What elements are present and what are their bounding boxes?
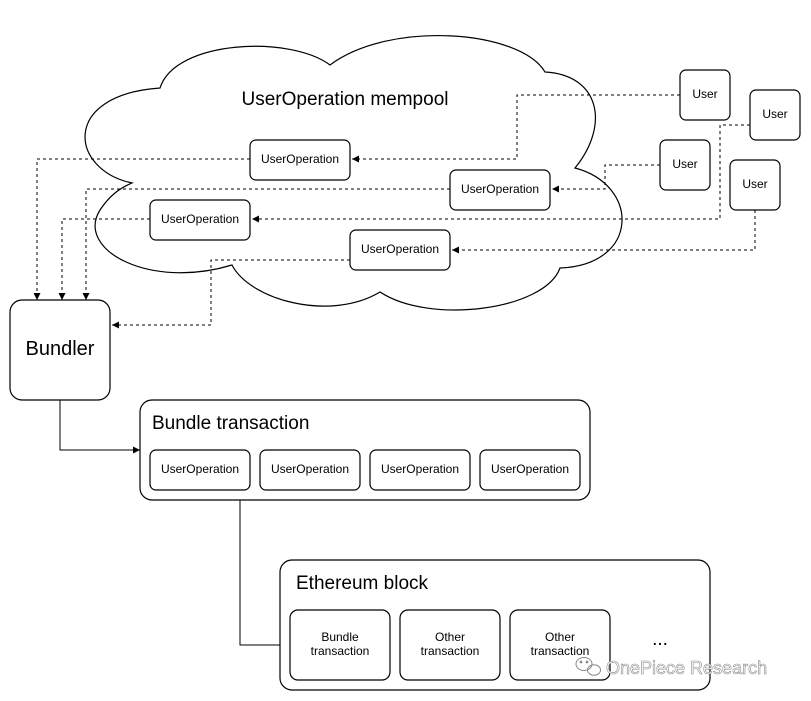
- user-box: User: [729, 159, 781, 211]
- user-box: User: [679, 69, 731, 121]
- block-item-line1: Other: [435, 630, 465, 644]
- connector-user2-op3: [252, 124, 750, 223]
- bundler-box: Bundler: [9, 299, 111, 401]
- connector-op1-bundler: [33, 158, 250, 300]
- useroperation-label: UserOperation: [161, 462, 239, 476]
- user-box: User: [659, 139, 711, 191]
- user-label: User: [692, 87, 717, 101]
- mempool-useroperation: UserOperation: [249, 139, 351, 181]
- block-item-line2: transaction: [531, 644, 590, 658]
- connector-op2-bundler: [82, 188, 450, 300]
- useroperation-label: UserOperation: [461, 182, 539, 196]
- useroperation-label: UserOperation: [161, 212, 239, 226]
- useroperation-label: UserOperation: [261, 152, 339, 166]
- bundle-useroperation: UserOperation: [259, 449, 361, 491]
- block-other-transaction: Other transaction: [509, 609, 611, 681]
- block-item-line1: Bundle: [321, 630, 359, 644]
- connector-op4-bundler: [112, 259, 350, 329]
- connector-bundler-bundletx: [59, 400, 140, 454]
- wechat-icon: [575, 657, 601, 676]
- useroperation-label: UserOperation: [361, 242, 439, 256]
- mempool-useroperation: UserOperation: [349, 229, 451, 271]
- block-item-line2: transaction: [421, 644, 480, 658]
- bundle-useroperation: UserOperation: [369, 449, 471, 491]
- watermark: OnePiece Research: [575, 657, 767, 678]
- bundle-useroperation: UserOperation: [479, 449, 581, 491]
- bundle-transaction-box: Bundle transaction: [139, 399, 591, 501]
- user-label: User: [742, 177, 767, 191]
- connector-bundletx-block: [239, 500, 290, 649]
- bundler-label: Bundler: [26, 338, 95, 360]
- user-box: User: [749, 89, 801, 141]
- mempool-cloud: [84, 34, 623, 311]
- block-other-transaction: Other transaction: [399, 609, 501, 681]
- user-label: User: [672, 157, 697, 171]
- block-item-line1: Other: [545, 630, 575, 644]
- mempool-useroperation: UserOperation: [449, 169, 551, 211]
- mempool-useroperation: UserOperation: [149, 199, 251, 241]
- watermark-text: OnePiece Research: [606, 658, 767, 678]
- useroperation-label: UserOperation: [381, 462, 459, 476]
- block-ellipsis: ...: [652, 629, 668, 650]
- user-label: User: [762, 107, 787, 121]
- useroperation-label: UserOperation: [491, 462, 569, 476]
- useroperation-label: UserOperation: [271, 462, 349, 476]
- block-item-line2: transaction: [311, 644, 370, 658]
- mempool-title: UserOperation mempool: [242, 89, 449, 110]
- block-bundle-transaction: Bundle transaction: [289, 609, 391, 681]
- bundle-transaction-title: Bundle transaction: [152, 413, 309, 434]
- ethereum-block-title: Ethereum block: [296, 573, 429, 594]
- connector-user1-op1: [352, 94, 680, 163]
- bundle-useroperation: UserOperation: [149, 449, 251, 491]
- connector-user4-op4: [452, 210, 756, 254]
- connector-user3-op2: [552, 164, 660, 193]
